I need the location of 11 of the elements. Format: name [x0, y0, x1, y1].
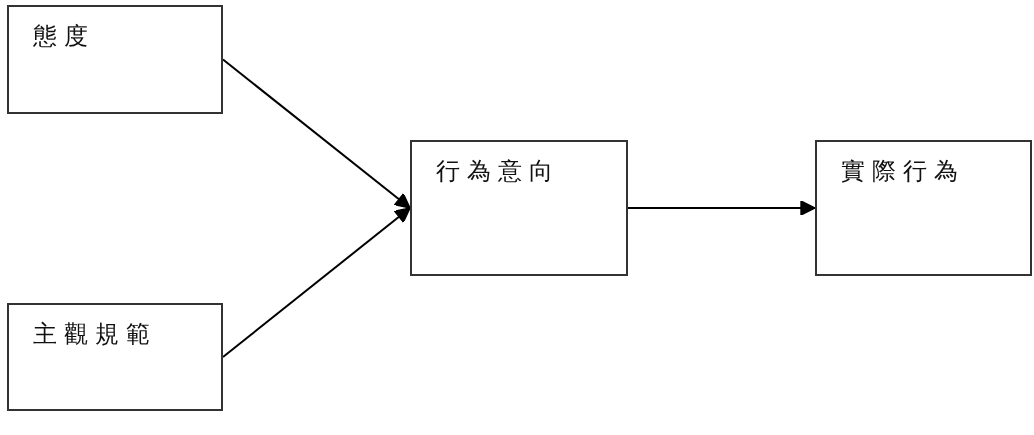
process-box	[815, 140, 1032, 276]
process-box	[7, 303, 223, 411]
arrow	[222, 207, 411, 358]
arrow	[627, 200, 816, 216]
arrow	[222, 58, 411, 209]
box-label: 主觀規範	[33, 319, 157, 349]
box-label: 實際行為	[841, 156, 965, 186]
box-label: 態度	[33, 21, 95, 51]
box-label: 行為意向	[436, 156, 560, 186]
process-box	[410, 140, 628, 276]
process-box	[7, 5, 223, 114]
